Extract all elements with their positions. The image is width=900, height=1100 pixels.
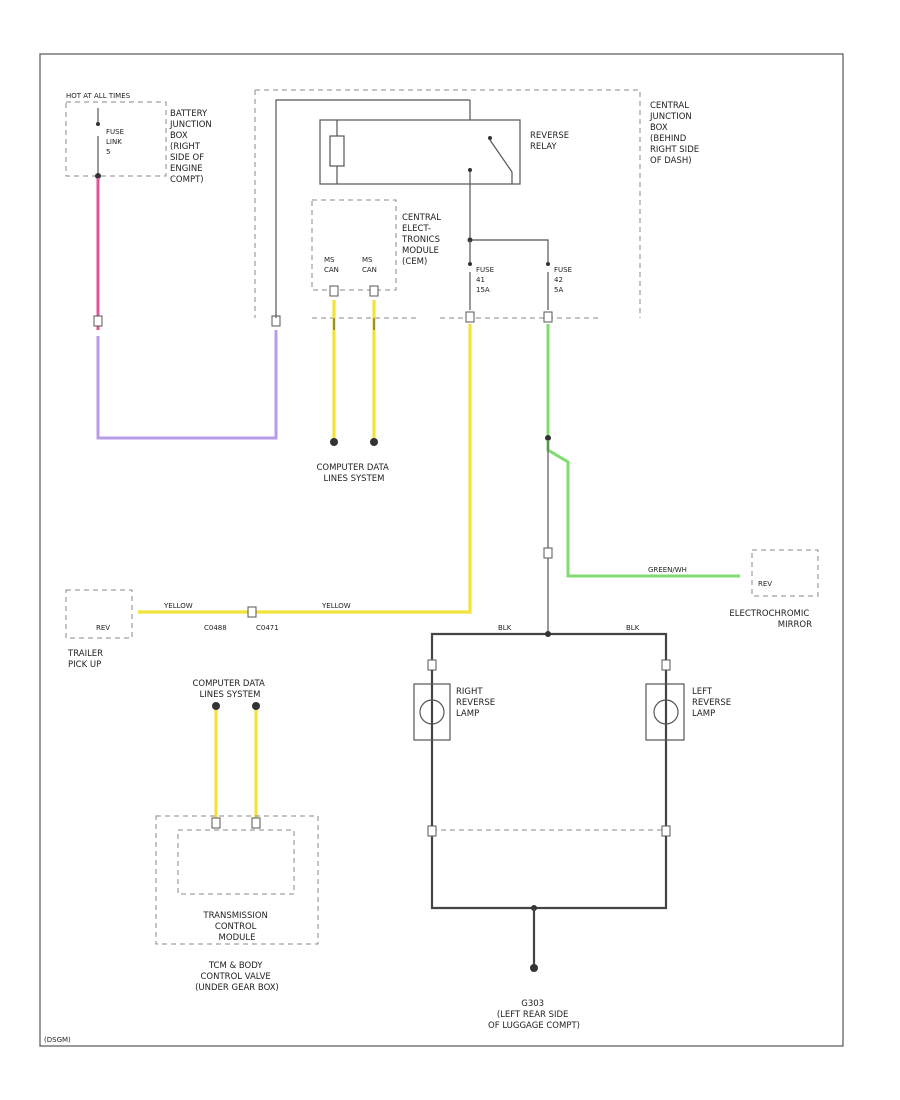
trailer-pick-up: REV TRAILER PICK UP: [65, 589, 133, 670]
left-reverse-lamp-label: LEFT REVERSE LAMP: [692, 687, 734, 719]
computer-data-lines-bottom-label: COMPUTER DATA LINES SYSTEM: [192, 679, 267, 700]
tcm-location-label: TCM & BODY CONTROL VALVE (UNDER GEAR BOX…: [195, 961, 279, 993]
computer-data-lines-top-label: COMPUTER DATA LINES SYSTEM: [316, 463, 391, 484]
ms-can-1-label: MS CAN: [324, 256, 339, 274]
central-junction-box: CENTRAL JUNCTION BOX (BEHIND RIGHT SIDE …: [254, 89, 702, 318]
right-reverse-lamp: RIGHT REVERSE LAMP: [413, 683, 498, 741]
ground-g303: G303 (LEFT REAR SIDE OF LUGGAGE COMPT): [488, 908, 580, 1031]
fuse-42-label: FUSE 42 5A: [554, 266, 574, 294]
fuse-41-label: FUSE 41 15A: [476, 266, 496, 294]
connector-c0471-label: C0471: [256, 624, 279, 632]
wire-yellow-2-label: YELLOW: [321, 602, 351, 610]
wire-yellow-1-label: YELLOW: [163, 602, 193, 610]
footer-code: (DSGM): [44, 1036, 71, 1044]
pink-wire-circuit: [93, 99, 470, 440]
mirror-wire: GREEN/WH REV ELECTROCHROMIC MIRROR: [543, 324, 819, 636]
rev-mirror-label: REV: [758, 580, 772, 588]
battery-junction-box: HOT AT ALL TIMES BATTERY JUNCTION BOX (R…: [65, 92, 214, 185]
connector-c0488-label: C0488: [204, 624, 227, 632]
wire-blk-1-label: BLK: [498, 624, 512, 632]
transmission-control-module: COMPUTER DATA LINES SYSTEM TRANSMISSION …: [155, 679, 319, 993]
reverse-relay-label: REVERSE RELAY: [530, 131, 572, 152]
cem-label: CENTRAL ELECT- TRONICS MODULE (CEM): [401, 213, 444, 267]
trailer-pick-up-label: TRAILER PICK UP: [67, 649, 106, 670]
fuse-link-label: FUSE LINK 5: [106, 128, 126, 156]
left-reverse-lamp: LEFT REVERSE LAMP: [645, 683, 734, 741]
trailer-wire: YELLOW YELLOW C0488 C0471: [138, 324, 472, 632]
rev-trailer-label: REV: [96, 624, 110, 632]
central-electronics-module: CENTRAL ELECT- TRONICS MODULE (CEM) MS C…: [311, 199, 444, 319]
electrochromic-mirror-label: ELECTROCHROMIC MIRROR: [729, 609, 812, 630]
reverse-lamp-circuit: BLK BLK: [427, 624, 671, 911]
fuse-block: FUSE 41 15A FUSE 42 5A: [440, 237, 600, 323]
cjb-label: CENTRAL JUNCTION BOX (BEHIND RIGHT SIDE …: [649, 101, 702, 166]
battery-jb-label: BATTERY JUNCTION BOX (RIGHT SIDE OF ENGI…: [169, 109, 214, 185]
can-wires: COMPUTER DATA LINES SYSTEM: [316, 300, 391, 484]
hot-at-all-times-label: HOT AT ALL TIMES: [66, 92, 131, 100]
reverse-relay: REVERSE RELAY: [319, 100, 572, 240]
ms-can-2-label: MS CAN: [362, 256, 377, 274]
wire-blk-2-label: BLK: [626, 624, 640, 632]
right-reverse-lamp-label: RIGHT REVERSE LAMP: [456, 687, 498, 719]
wire-green-label: GREEN/WH: [648, 566, 687, 574]
diagram-frame: [39, 53, 844, 1047]
ground-label: G303 (LEFT REAR SIDE OF LUGGAGE COMPT): [488, 999, 580, 1031]
tcm-label: TRANSMISSION CONTROL MODULE: [202, 911, 270, 943]
